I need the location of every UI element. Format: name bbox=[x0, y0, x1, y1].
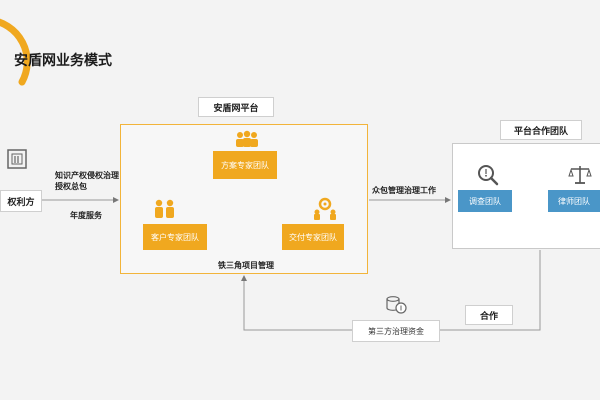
coins-icon bbox=[384, 295, 408, 315]
ip-governance-text: 知识产权侵权治理 bbox=[55, 171, 119, 180]
gear-people-icon bbox=[310, 197, 340, 221]
crowdsource-label: 众包管理治理工作 bbox=[372, 186, 436, 195]
people-group-icon bbox=[232, 129, 262, 149]
license-package-text: 授权总包 bbox=[55, 182, 87, 191]
iron-triangle-label: 铁三角项目管理 bbox=[218, 261, 274, 270]
scales-icon bbox=[567, 163, 593, 187]
magnifier-icon bbox=[476, 163, 500, 187]
lawyer-team: 律师团队 bbox=[548, 190, 600, 212]
solution-expert-team: 方案专家团队 bbox=[213, 151, 277, 179]
partner-label: 平台合作团队 bbox=[500, 120, 582, 140]
third-party-funding: 第三方治理资金 bbox=[352, 320, 440, 342]
rights-holder-icon bbox=[6, 149, 32, 173]
delivery-expert-team: 交付专家团队 bbox=[282, 224, 344, 250]
platform-label: 安盾网平台 bbox=[198, 97, 274, 117]
investigation-team: 调查团队 bbox=[458, 190, 512, 212]
logo-arc-icon bbox=[0, 18, 31, 86]
cooperation-label: 合作 bbox=[465, 305, 513, 325]
two-people-icon bbox=[150, 198, 180, 220]
rights-holder-box: 权利方 bbox=[0, 190, 42, 212]
annual-service-text: 年度服务 bbox=[70, 211, 102, 220]
page-title: 安盾网业务模式 bbox=[14, 53, 112, 69]
customer-expert-team: 客户专家团队 bbox=[143, 224, 207, 250]
